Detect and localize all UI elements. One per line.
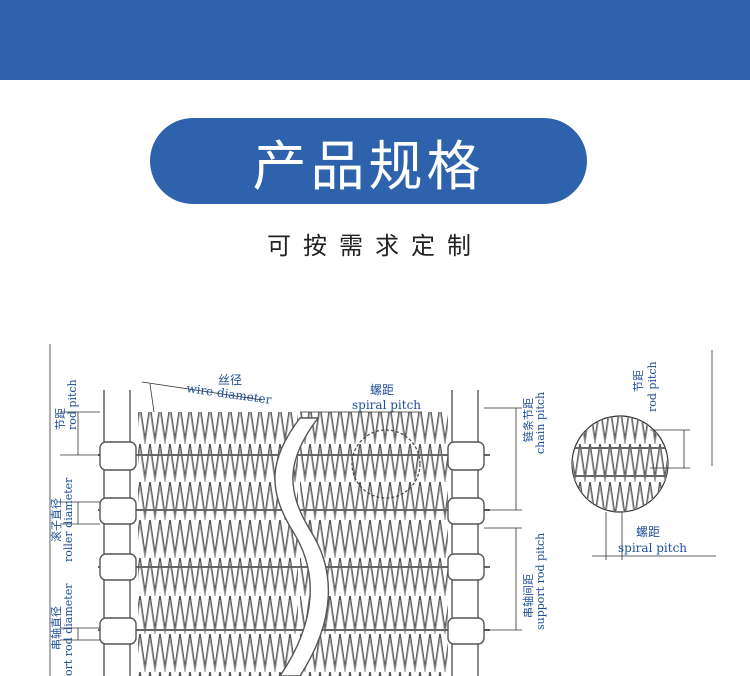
detail-rod-pitch-en: rod pitch <box>646 361 659 412</box>
mesh-belt-diagram: 丝径 wire diameter 螺距 spiral pitch 节距 rod … <box>49 344 716 676</box>
detail-circle <box>571 415 669 513</box>
support-rod-diameter-en: ort rod diameter <box>62 583 75 676</box>
roller-diameter-en: roller diameter <box>62 477 75 562</box>
section-title-pill: 产品规格 <box>150 118 587 204</box>
left-dimension-lines <box>49 344 100 676</box>
detail-spiral-pitch-en: spiral pitch <box>618 541 687 555</box>
break-line <box>274 417 330 676</box>
left-chain <box>99 390 137 676</box>
detail-spiral-pitch-cn: 螺距 <box>636 525 660 539</box>
wire-diameter-cn: 丝径 <box>218 373 242 387</box>
section-subtitle: 可按需求定制 <box>267 232 483 260</box>
spiral-pitch-cn: 螺距 <box>370 383 394 397</box>
spiral-detail-marker <box>351 429 421 499</box>
right-chain <box>447 390 485 676</box>
section-title: 产品规格 <box>252 134 485 198</box>
chain-pitch-en: chain pitch <box>534 392 547 454</box>
support-rod-pitch-cn: 串轴间距 <box>521 574 535 618</box>
top-banner <box>0 0 750 80</box>
mesh-right-part <box>300 412 448 676</box>
rod-pitch-en: rod pitch <box>66 379 79 430</box>
mesh-left-part <box>138 412 298 676</box>
roller-diameter-cn: 滚子直径 <box>49 498 63 542</box>
right-dimension-lines <box>484 407 522 631</box>
wire-diameter-leader <box>141 381 263 413</box>
support-rod-pitch-en: support rod pitch <box>534 533 547 630</box>
detail-rod-pitch-cn: 节距 <box>632 370 645 392</box>
rod-pitch-cn: 节距 <box>54 408 67 430</box>
support-rod-diameter-cn: 串轴直径 <box>49 606 63 650</box>
detail-dimension-lines <box>592 350 716 560</box>
chain-pitch-cn: 链条节距 <box>521 398 535 442</box>
spiral-pitch-en: spiral pitch <box>352 398 421 412</box>
